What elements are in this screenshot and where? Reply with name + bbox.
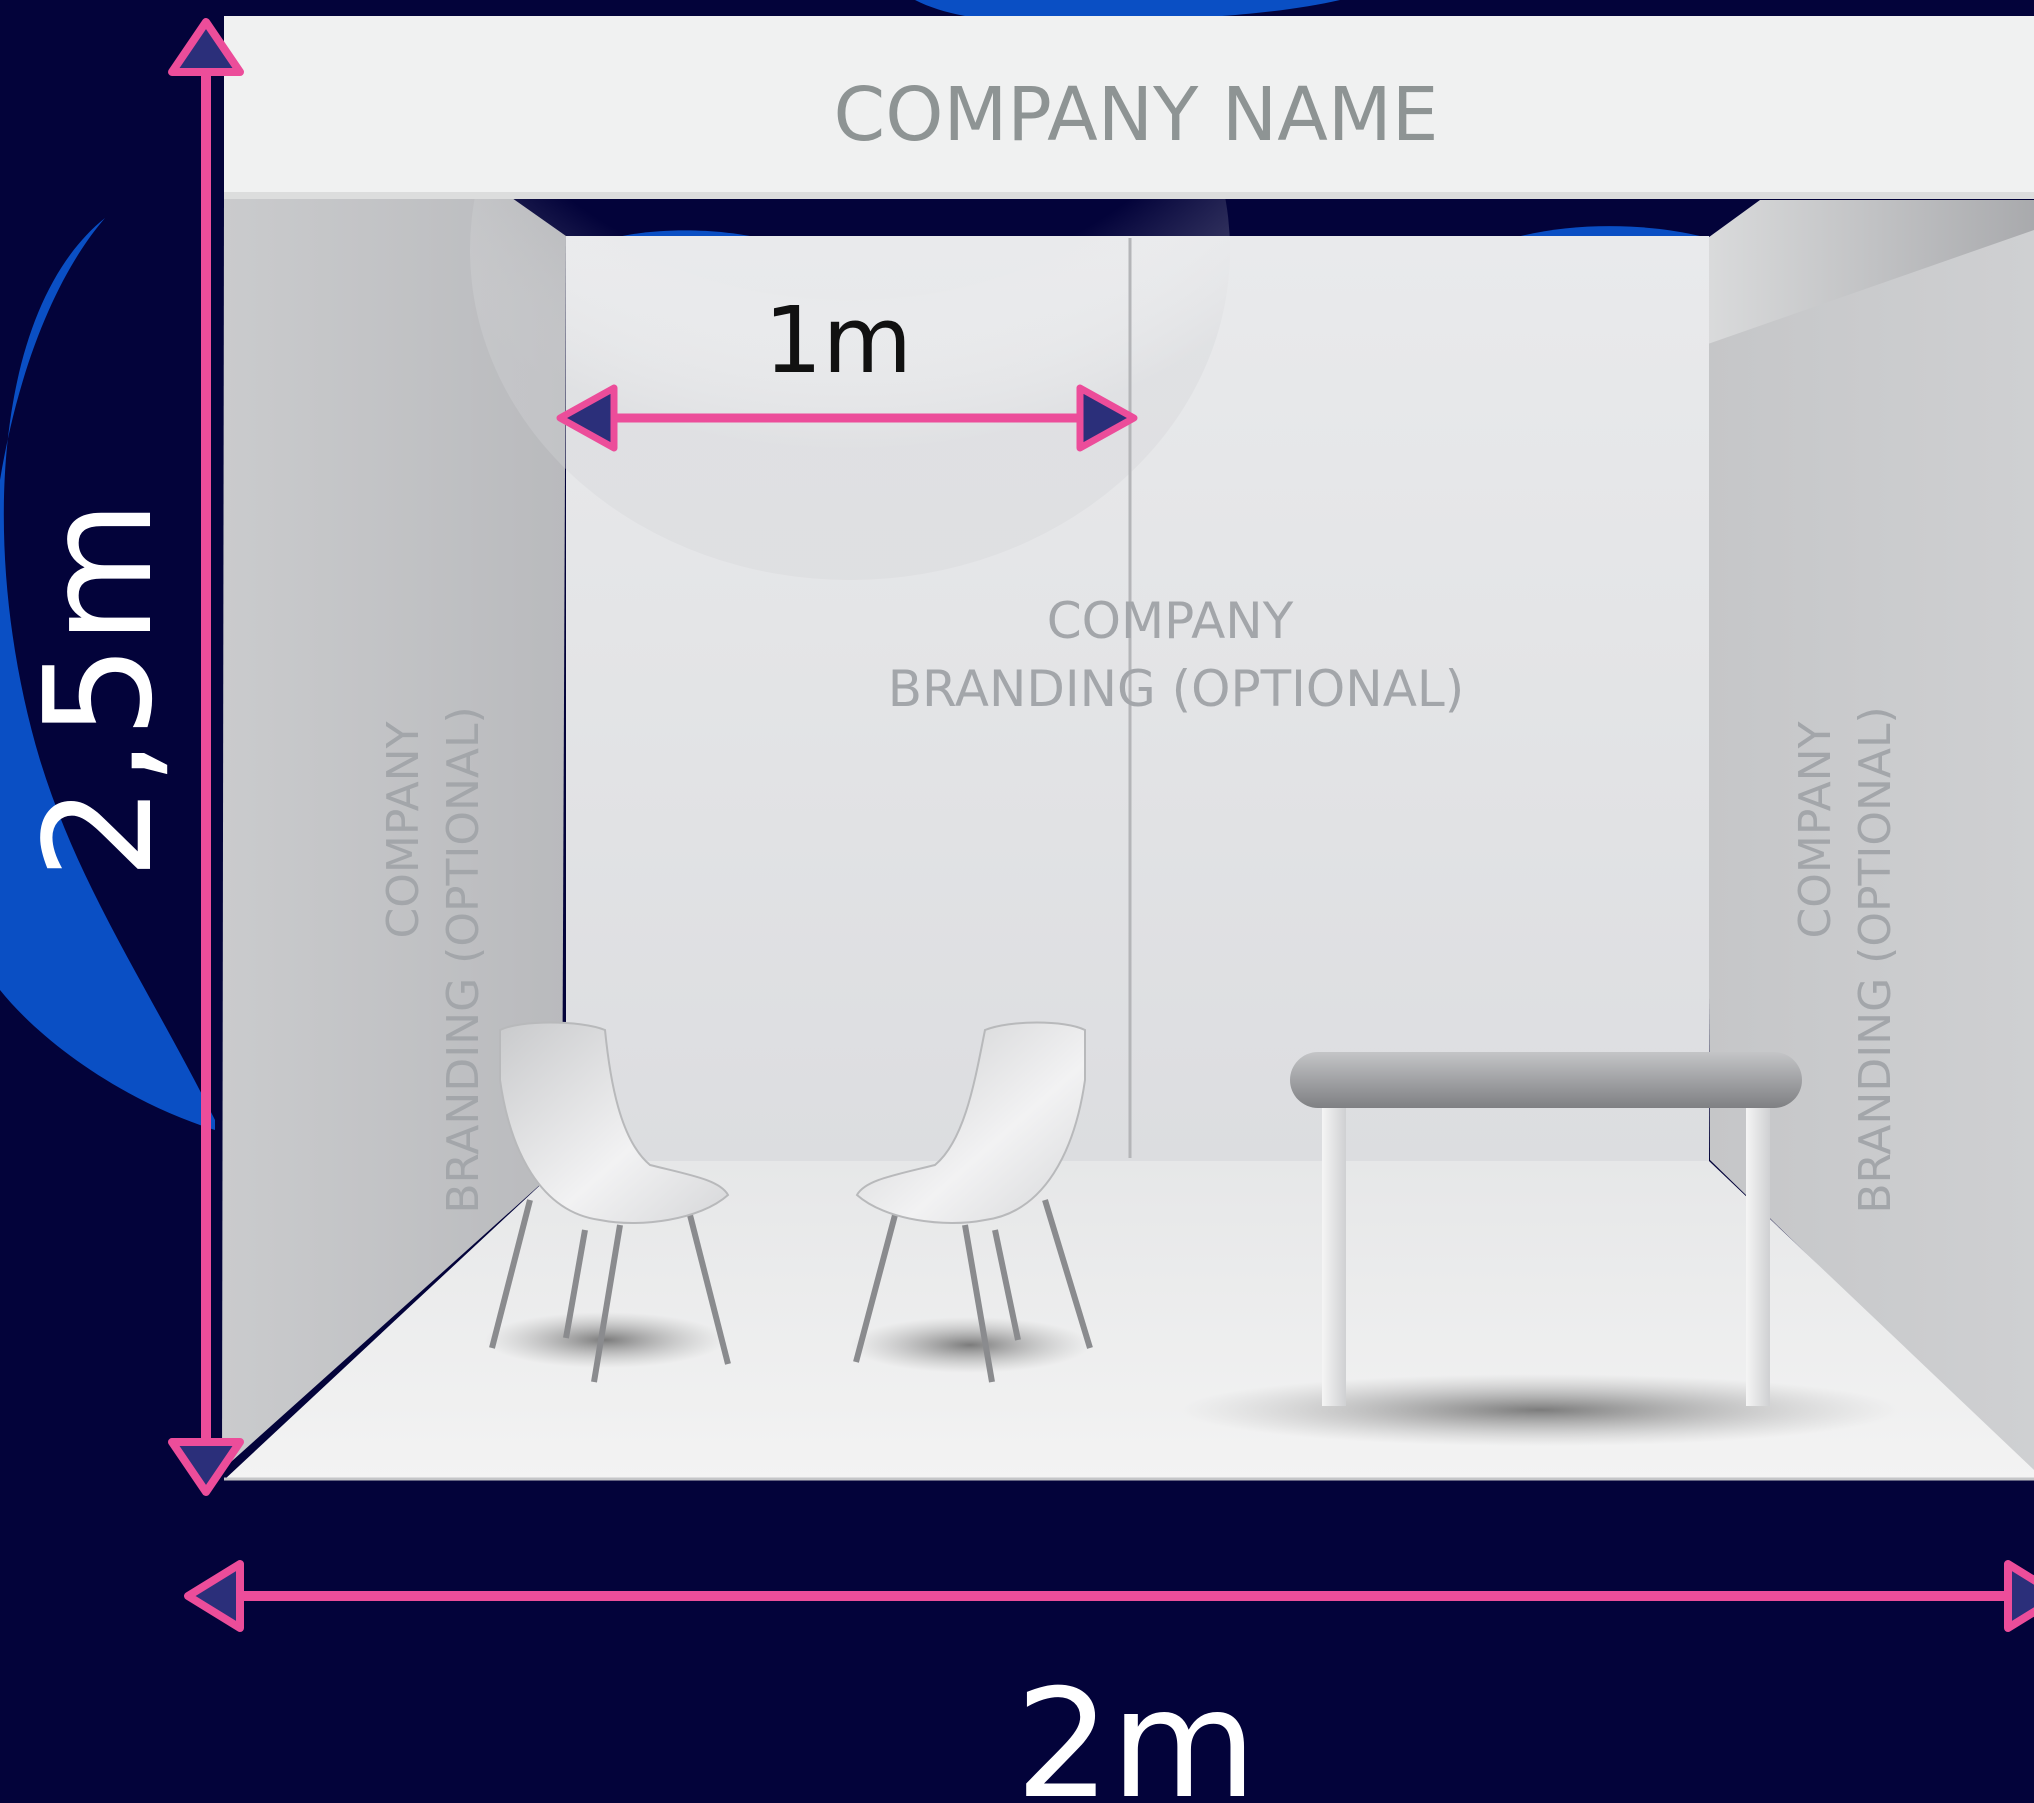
chair-right-leg xyxy=(853,1214,898,1363)
left-wall-branding-line1: COMPANY xyxy=(378,721,429,938)
right-wall-branding: COMPANY BRANDING (OPTIONAL) xyxy=(1790,706,1901,1213)
chair-left xyxy=(485,1021,731,1383)
panel-arrowhead-left xyxy=(556,384,618,452)
table-top xyxy=(1290,1052,1802,1108)
left-wall-branding: COMPANY BRANDING (OPTIONAL) xyxy=(378,706,489,1213)
back-wall-branding-line2: BRANDING (OPTIONAL) xyxy=(888,660,1465,718)
width-arrowhead-right xyxy=(2004,1560,2034,1632)
left-side-wall xyxy=(222,198,566,1470)
width-dimension-arrow xyxy=(184,1560,2034,1632)
panel-arrowhead-right xyxy=(1076,384,1138,452)
chair-left-leg xyxy=(563,1229,588,1339)
right-wall-branding-line2: BRANDING (OPTIONAL) xyxy=(1850,706,1901,1213)
right-side-wall xyxy=(1705,202,2034,1475)
table-leg-left xyxy=(1322,1100,1346,1406)
height-arrowhead-bottom xyxy=(168,1438,244,1496)
chair-right-leg xyxy=(1042,1199,1093,1349)
chair-right-shell xyxy=(855,1021,1086,1224)
height-dimension-arrow xyxy=(168,18,244,1496)
header-fascia-bottom-edge xyxy=(224,192,2034,199)
table-leg-right xyxy=(1746,1100,1770,1406)
right-wall-branding-line1: COMPANY xyxy=(1790,721,1841,938)
header-fascia xyxy=(224,16,2034,198)
chair-right-leg xyxy=(962,1224,995,1383)
right-top-beam xyxy=(1705,200,2034,345)
table xyxy=(1180,1052,1900,1446)
height-label: 2,5m xyxy=(13,500,185,880)
back-wall-branding: COMPANY BRANDING (OPTIONAL) xyxy=(888,592,1465,718)
chair-right xyxy=(850,1021,1093,1383)
company-name-header: COMPANY NAME xyxy=(834,72,1439,158)
width-label: 2m xyxy=(1015,1658,1257,1803)
chair-right-leg xyxy=(992,1229,1021,1341)
chair-right-shadow xyxy=(850,1317,1090,1373)
height-arrowhead-top xyxy=(168,18,244,76)
back-wall-branding-line1: COMPANY xyxy=(1047,592,1294,650)
chair-left-leg xyxy=(489,1199,533,1349)
width-arrowhead-left xyxy=(184,1560,244,1632)
chair-left-leg xyxy=(687,1214,731,1365)
table-shadow xyxy=(1180,1374,1900,1446)
blue-arc-left xyxy=(0,218,215,1130)
chair-left-leg xyxy=(591,1224,623,1383)
chair-left-shell xyxy=(499,1021,730,1224)
chair-left-shadow xyxy=(485,1312,725,1368)
left-wall-branding-line2: BRANDING (OPTIONAL) xyxy=(438,706,489,1213)
panel-width-label: 1m xyxy=(764,287,912,394)
panel-width-dimension-arrow xyxy=(556,384,1138,452)
